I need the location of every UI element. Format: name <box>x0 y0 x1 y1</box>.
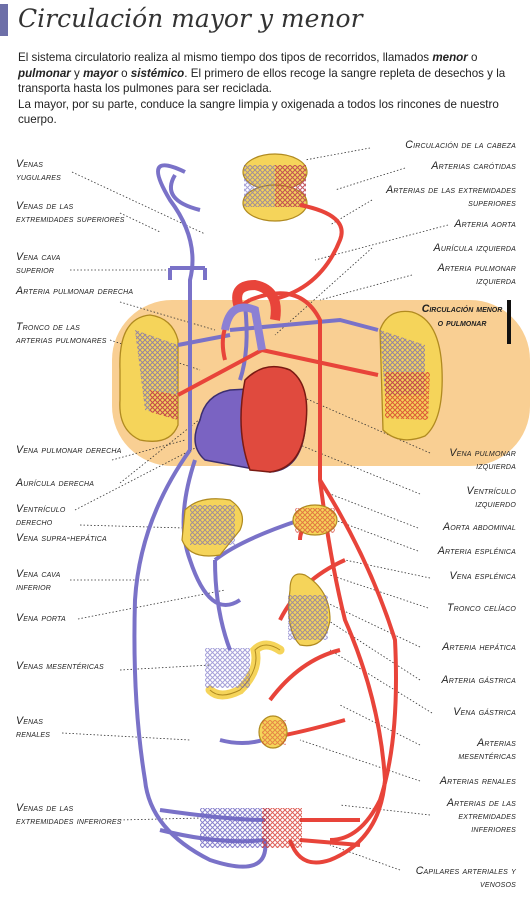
label-ventriculo-izquierdo: Ventrículo izquierdo <box>466 485 516 510</box>
intro-text: El sistema circulatorio realiza al mismo… <box>18 50 523 128</box>
stomach-organ <box>288 573 331 647</box>
label-arteria-pulmonar-izquierda: Arteria pulmonar izquierda <box>437 262 516 287</box>
label-venas-extremidades-superiores: Venas de las extremidades superiores <box>16 200 125 225</box>
label-arterias-extremidades-superiores: Arterias de las extremidades superiores <box>386 184 516 209</box>
label-arterias-mesentericas: Arterias mesentéricas <box>458 737 516 762</box>
pulmonary-circulation-label: Circulación menor o pulmonar <box>421 303 503 329</box>
label-arterias-extremidades-inferiores: Arterias de las extremidades inferiores <box>446 797 516 835</box>
label-arteria-gastrica: Arteria gástrica <box>441 674 516 686</box>
label-vena-cava-inferior: Vena cava inferior <box>16 568 61 593</box>
arteries <box>177 203 398 865</box>
intro-paragraph-1: El sistema circulatorio realiza al mismo… <box>18 51 506 95</box>
kidney-organ <box>258 715 288 749</box>
label-ventriculo-derecho: Ventrículo derecho <box>16 503 66 528</box>
intro-paragraph-2: La mayor, por su parte, conduce la sangr… <box>18 97 499 127</box>
label-arteria-hepatica: Arteria hepática <box>442 641 516 653</box>
label-venas-yugulares: Venas yugulares <box>16 158 61 183</box>
heart <box>194 279 308 473</box>
label-arteria-aorta: Arteria aorta <box>454 218 516 230</box>
spleen-organ <box>292 504 338 536</box>
label-vena-cava-superior: Vena cava superior <box>16 251 61 276</box>
label-aorta-abdominal: Aorta abdominal <box>442 521 516 533</box>
label-vena-gastrica: Vena gástrica <box>453 706 516 718</box>
lower-capillaries <box>200 808 302 848</box>
label-capilares-arteriales-venosos: Capilares arteriales y venosos <box>415 865 516 890</box>
label-auricula-derecha: Aurícula derecha <box>16 477 95 489</box>
label-leader-lines <box>61 147 449 871</box>
label-tronco-celiaco: Tronco celíaco <box>446 602 516 614</box>
label-circulacion-cabeza: Circulación de la cabeza <box>405 139 516 151</box>
label-arteria-esplenica: Arteria esplénica <box>437 545 516 557</box>
label-arterias-carotidas: Arterias carótidas <box>431 160 516 172</box>
label-vena-supra-hepatica: Vena supra-hepática <box>16 532 107 544</box>
title-accent <box>0 4 8 36</box>
label-venas-renales: Venas renales <box>16 715 51 740</box>
left-lung <box>379 310 443 441</box>
page-title: Circulación mayor y menor <box>18 4 363 33</box>
intestines-organ <box>205 640 285 700</box>
label-auricula-izquierda: Aurícula izquierda <box>433 242 516 254</box>
right-lung <box>119 314 179 442</box>
pulmonary-label-bar <box>507 300 511 344</box>
label-vena-esplenica: Vena esplénica <box>449 570 516 582</box>
liver-organ <box>181 498 243 557</box>
label-venas-extremidades-inferiores: Venas de las extremidades inferiores <box>16 802 122 827</box>
brain-organ <box>242 153 308 222</box>
label-vena-pulmonar-derecha: Vena pulmonar derecha <box>16 444 122 456</box>
title-bar: Circulación mayor y menor <box>0 4 530 38</box>
label-arterias-renales: Arterias renales <box>439 775 516 787</box>
label-tronco-arterias-pulmonares: Tronco de las arterias pulmonares <box>16 321 107 346</box>
label-arteria-pulmonar-derecha: Arteria pulmonar derecha <box>16 285 134 297</box>
label-vena-porta: Vena porta <box>16 612 66 624</box>
label-venas-mesentericas: Venas mesentéricas <box>16 660 104 672</box>
label-vena-pulmonar-izquierda: Vena pulmonar izquierda <box>449 447 516 472</box>
